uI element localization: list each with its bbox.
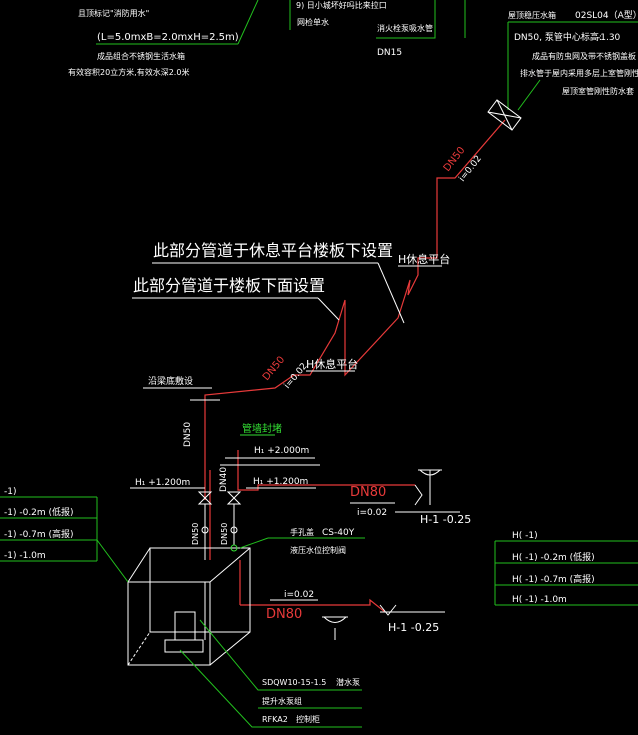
- top-left-notes: 且顶标记"消防用水" (L=5.0mxB=2.0mxH=2.5m) 成品组合不锈…: [68, 8, 239, 77]
- top-mid-leaders: [289, 0, 466, 39]
- gate-valve-icon: [197, 491, 242, 560]
- floor-mark-upper: H休息平台: [398, 252, 450, 266]
- roof-tank-note2: 排水管于屋内采用多层上室管刚性防水套: [520, 68, 638, 78]
- right-level-table: H( -1) H( -1) -0.2m (低报) H( -1) -0.7m (高…: [494, 531, 638, 606]
- roof-tank-note3: 屋顶室管刚性防水套: [562, 86, 634, 96]
- floor-mark-lower: H休息平台: [306, 357, 358, 371]
- control-note: 控制柜: [296, 714, 320, 724]
- slope-top: i=0.02: [357, 508, 387, 518]
- control-model: RFKA2: [262, 715, 288, 724]
- roof-tank-code: 02SL04（A型）: [575, 10, 638, 21]
- elevation-top: H₁ +2.000m: [254, 446, 309, 456]
- right-level-3: H( -1) -0.7m (高报): [512, 573, 595, 585]
- roof-tank-note1: 成品有防虫网及带不锈钢盖板: [532, 51, 636, 61]
- water-tank: [127, 547, 251, 666]
- pump-note: 提升水泵组: [262, 696, 302, 706]
- roof-tank-elev: -1.30: [597, 33, 621, 43]
- slope-bottom: i=0.02: [284, 590, 314, 600]
- dn80-bottom: DN80: [266, 607, 302, 622]
- drain-funnel-icon: [322, 604, 397, 640]
- valve-model: CS-40Y: [322, 528, 355, 538]
- pump-type: 潜水泵: [336, 677, 360, 687]
- riser-pipe: [204, 119, 506, 613]
- roof-tank-title: 屋顶稳压水箱: [508, 10, 556, 20]
- left-level-3: -1) -0.7m (高报): [4, 528, 74, 540]
- top-right-notes: 屋顶稳压水箱 02SL04（A型） DN50, 泵管中心标高: -1.30 成品…: [508, 10, 638, 96]
- wall-seal-note: 管墙封堵: [242, 422, 282, 435]
- top-right-leaders: [507, 21, 638, 111]
- float-valve-icon: [230, 544, 238, 552]
- left-level-table: -1) -1) -0.2m (低报) -1) -0.7m (高报) -1) -1…: [0, 487, 129, 583]
- check-valve-note: 网检单水: [297, 17, 329, 27]
- right-level-4: H( -1) -1.0m: [512, 595, 567, 605]
- riser-dn-b: DN50: [261, 354, 287, 382]
- tank-note-label: 且顶标记"消防用水": [78, 8, 149, 18]
- right-level-2: H( -1) -0.2m (低报): [512, 551, 595, 563]
- left-level-1: -1): [4, 487, 17, 497]
- top-mid-note: 9) 日小城坏好吗比来拉口: [296, 0, 387, 10]
- dn40-label: DN40: [219, 467, 229, 492]
- drain-funnel-icon: [414, 469, 442, 506]
- vertical-dn-1: DN50: [191, 523, 200, 545]
- pump-suction-note: 消火栓泵吸水管: [377, 23, 433, 33]
- label-under-slab: 此部分管道于楼板下面设置: [133, 276, 325, 295]
- pump-model: SDQW10-15-1.5: [262, 678, 326, 687]
- left-level-4: -1) -1.0m: [4, 551, 46, 561]
- elevation-left: H₁ +1.200m: [135, 478, 190, 488]
- roof-tank-valve-icon: [487, 99, 522, 131]
- float-label: 手孔盖: [290, 527, 314, 537]
- tank-dimension: (L=5.0mxB=2.0mxH=2.5m): [97, 32, 239, 43]
- tank-type-note: 成品组合不锈钢生活水箱: [97, 51, 185, 61]
- dn80-top: DN80: [350, 485, 386, 500]
- riser-dn-c: DN50: [183, 422, 193, 447]
- top-mid-notes: 9) 日小城坏好吗比来拉口 网检单水 消火栓泵吸水管 DN15: [296, 0, 433, 58]
- top-mid-dn: DN15: [377, 48, 402, 58]
- roof-tank-dn: DN50, 泵管中心标高:: [514, 31, 602, 43]
- top-left-leaders: [96, 0, 259, 45]
- right-level-1: H( -1): [512, 531, 538, 541]
- vertical-dn-2: DN50: [220, 523, 229, 545]
- drain-elev-bottom: H-1 -0.25: [388, 621, 439, 634]
- elevation-mid: H₁ +1.200m: [253, 477, 308, 487]
- tank-volume-note: 有效容积20立方米,有效水深2.0米: [68, 67, 189, 77]
- valve-note: 液压水位控制阀: [290, 545, 346, 555]
- label-under-landing: 此部分管道于休息平台楼板下设置: [153, 241, 393, 260]
- drain-elev-top: H-1 -0.25: [420, 513, 471, 526]
- beam-note: 沿梁底敷设: [148, 375, 193, 387]
- left-level-2: -1) -0.2m (低报): [4, 506, 74, 518]
